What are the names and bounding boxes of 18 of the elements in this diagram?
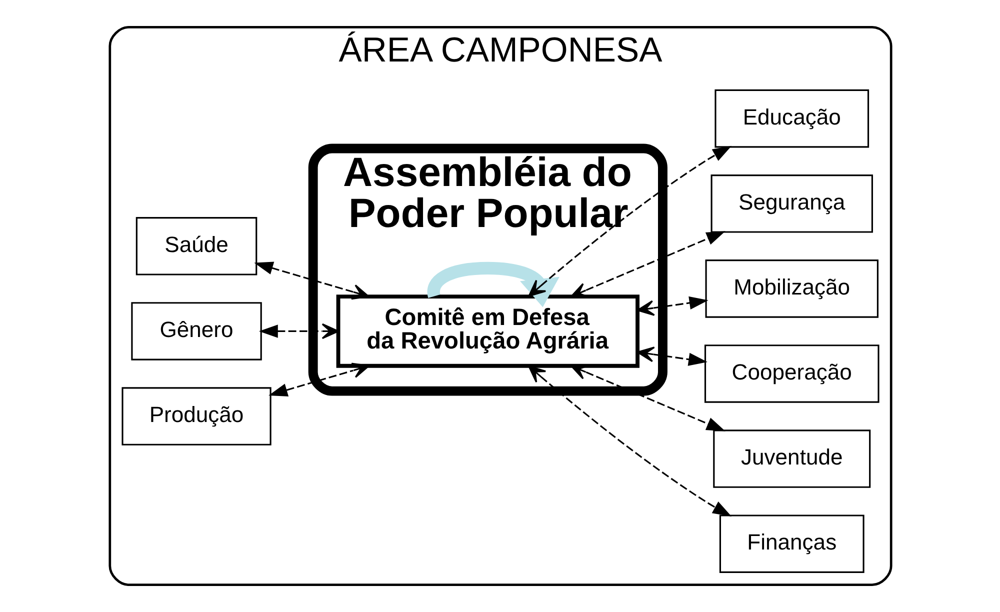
node-box: Comitê em Defesa da Revolução Agrária	[336, 294, 639, 368]
node-box: Juventude	[712, 430, 870, 488]
node-box: Mobilização	[704, 260, 878, 318]
arrow	[254, 262, 369, 300]
arrow	[570, 231, 725, 298]
node-box: Finanças	[718, 514, 864, 573]
node-box: Segurança	[710, 174, 872, 233]
arrow	[570, 364, 725, 432]
node-box: Gênero	[130, 302, 262, 360]
node-box: Saúde	[135, 217, 257, 276]
node-box: Cooperação	[704, 344, 879, 403]
arrow	[528, 146, 732, 297]
node-box: Produção	[121, 387, 271, 446]
arrow	[258, 323, 338, 340]
arrow	[426, 262, 559, 308]
arrow	[268, 362, 370, 396]
node-box: Educação	[714, 89, 869, 148]
arrow	[528, 366, 732, 516]
